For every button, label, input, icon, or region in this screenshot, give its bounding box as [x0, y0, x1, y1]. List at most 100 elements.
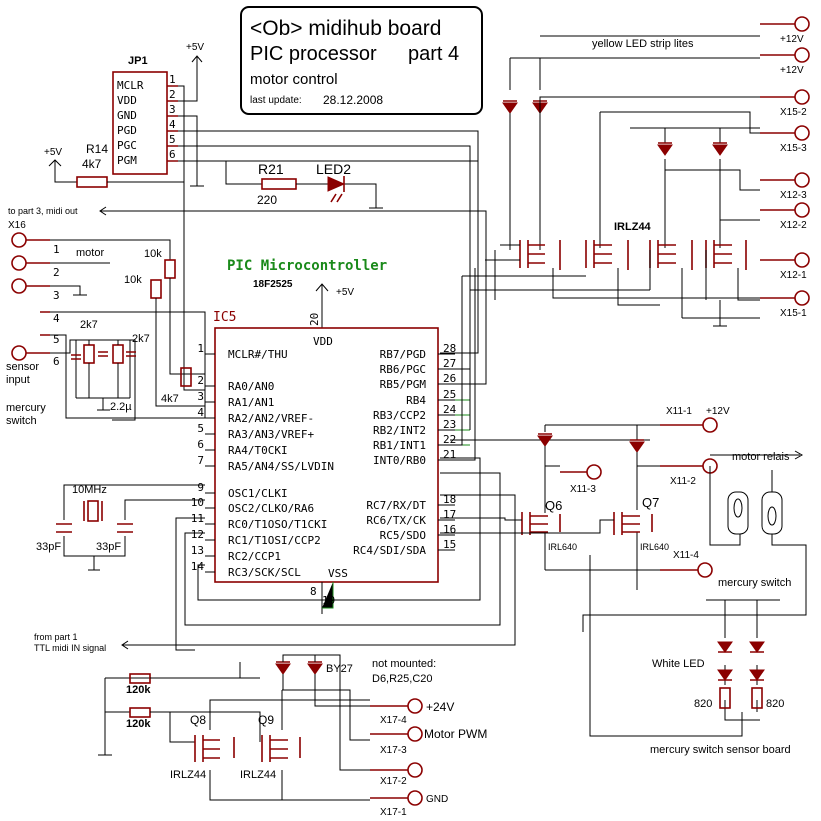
led-strip-connector-ring	[794, 89, 810, 105]
mcu-right-pin-number: 25	[443, 388, 456, 401]
jp1-num-2: 2	[169, 88, 176, 101]
led-strip-connector-ring	[794, 47, 810, 63]
mcu-left-pin-number: 5	[197, 422, 204, 435]
mcu-left-pin-label: RA0/AN0	[228, 380, 274, 393]
relay-x11-3: X11-3	[570, 484, 596, 495]
x16-pin-6: 6	[53, 355, 60, 368]
led-strip-connector-label: X12-3	[780, 190, 807, 201]
mcu-left-pin-number: 6	[197, 438, 204, 451]
r21-led2: R21 220 LED2	[257, 161, 383, 209]
relay-motor-relais: motor relais	[732, 451, 790, 463]
mcu-vdd: VDD	[313, 335, 333, 348]
relay-q6: Q6	[545, 498, 562, 513]
title-line2a: PIC processor	[250, 43, 377, 65]
mcu-left-pin-number: 10	[191, 496, 204, 509]
mcu-left-pin-label: RA4/T0CKI	[228, 444, 288, 457]
mcu-left-pin-label: RA1/AN1	[228, 396, 274, 409]
led-strip-connector-label: X12-1	[780, 270, 807, 281]
mcu-right-pin-label: RC7/RX/DT	[366, 499, 426, 512]
led-strip-connector-ring	[794, 290, 810, 306]
midi-out-label: to part 3, midi out	[8, 206, 78, 216]
jp1-num-4: 4	[169, 118, 176, 131]
mcu-left-pin-number: 4	[197, 406, 204, 419]
x16-pin-2: 2	[53, 266, 60, 279]
x16-connector: X16 1 2 3 4 5 6 motor sensor input mercu…	[6, 220, 206, 427]
led-strip-connector-label: X15-1	[780, 308, 807, 319]
mcu-left-pin-number: 2	[197, 374, 204, 387]
r14-name: R14	[86, 142, 108, 156]
x16-pin-4: 4	[53, 312, 60, 325]
mcu-left-pin-number: 13	[191, 544, 204, 557]
mcu-right-pin-label: RB4	[406, 394, 426, 407]
motor-x17-1: X17-1	[380, 807, 407, 818]
motor-x17-3: X17-3	[380, 745, 407, 756]
r-2k7-a-label: 2k7	[80, 319, 98, 331]
mcu-right-pin-number: 21	[443, 448, 456, 461]
mcu-left-pin-label: RC0/T1OSO/T1CKI	[228, 518, 327, 531]
update-label: last update:	[250, 95, 302, 106]
midi-in-line1: from part 1	[34, 632, 78, 642]
mcu-left-pin-label: RC2/CCP1	[228, 550, 281, 563]
crystal-cap-b: 33pF	[96, 541, 121, 553]
r-2k7-b-label: 2k7	[132, 333, 150, 345]
x16-pin-1: 1	[53, 243, 60, 256]
mcu-left-pin-label: RA5/AN4/SS/LVDIN	[228, 460, 334, 473]
r14-supply: +5V	[44, 147, 62, 158]
led-strip-connector-label: X15-3	[780, 143, 807, 154]
motor-note1: not mounted:	[372, 658, 436, 670]
mcu-right-pin-number: 23	[443, 418, 456, 431]
mcu-left-pin-label: MCLR#/THU	[228, 348, 288, 361]
jp1-connector: JP1 MCLR VDD GND PGD PGC PGM 1 2 3 4 5 6…	[112, 42, 479, 391]
motor-irl-b: IRLZ44	[240, 769, 276, 781]
mcu-body	[214, 327, 439, 583]
jp1-num-5: 5	[169, 133, 176, 146]
jp1-supply: +5V	[186, 42, 204, 53]
relay-v12: +12V	[706, 406, 730, 417]
sensor-r-b: 820	[766, 698, 784, 710]
r14-resistor: R14 4k7 +5V	[44, 142, 184, 188]
mcu-ref: IC5	[213, 310, 236, 325]
led-strip-driver: yellow LED strip lites IRLZ44 +12V+12VX1…	[440, 16, 810, 461]
microcontroller: PIC Microcontroller 18F2525 IC5 +5V 20 V…	[191, 258, 470, 614]
relay-mercury-switch: mercury switch	[718, 577, 791, 589]
mcu-vss: VSS	[328, 567, 348, 580]
mcu-right-pin-label: RB3/CCP2	[373, 409, 426, 422]
x16-name: X16	[8, 220, 26, 231]
sensor-r-a: 820	[694, 698, 712, 710]
mcu-left-pin-number: 12	[191, 528, 204, 541]
led-strip-connector-label: X15-2	[780, 107, 807, 118]
jp1-pin-pgc: PGC	[117, 139, 137, 152]
mcu-right-pin-number: 26	[443, 372, 456, 385]
mcu-right-pin-number: 22	[443, 433, 456, 446]
led-strip-connector-ring	[794, 16, 810, 32]
title-line2b: part 4	[408, 43, 459, 65]
r21-name: R21	[258, 161, 284, 177]
relay-irl-a: IRL640	[548, 542, 577, 552]
mcu-right-pin-number: 27	[443, 357, 456, 370]
led-strip-connector-label: +12V	[780, 65, 804, 76]
crystal-freq: 10MHz	[72, 484, 107, 496]
r14-value: 4k7	[82, 157, 102, 171]
led-strip-connector-label: +12V	[780, 34, 804, 45]
mcu-right-pin-label: RB1/INT1	[373, 439, 426, 452]
x16-motor-label: motor	[76, 247, 104, 259]
jp1-pin-vdd: VDD	[117, 94, 137, 107]
motor-note2: D6,R25,C20	[372, 673, 433, 685]
motor-irl-a: IRLZ44	[170, 769, 206, 781]
motor-r-b: 120k	[126, 718, 151, 730]
mcu-left-pin-label: RA3/AN3/VREF+	[228, 428, 314, 441]
relay-irl-b: IRL640	[640, 542, 669, 552]
mcu-left-pin-number: 9	[197, 481, 204, 494]
led-strip-connector-ring	[794, 125, 810, 141]
motor-x17-4: X17-4	[380, 715, 407, 726]
crystal-cap-a: 33pF	[36, 541, 61, 553]
mcu-left-pin-number: 1	[197, 342, 204, 355]
relay-x11-1: X11-1	[666, 406, 692, 417]
led-strip-mosfet: IRLZ44	[614, 221, 652, 233]
motor-gnd: GND	[426, 794, 448, 805]
sensor-title: mercury switch sensor board	[650, 744, 791, 756]
jp1-num-1: 1	[169, 73, 176, 86]
